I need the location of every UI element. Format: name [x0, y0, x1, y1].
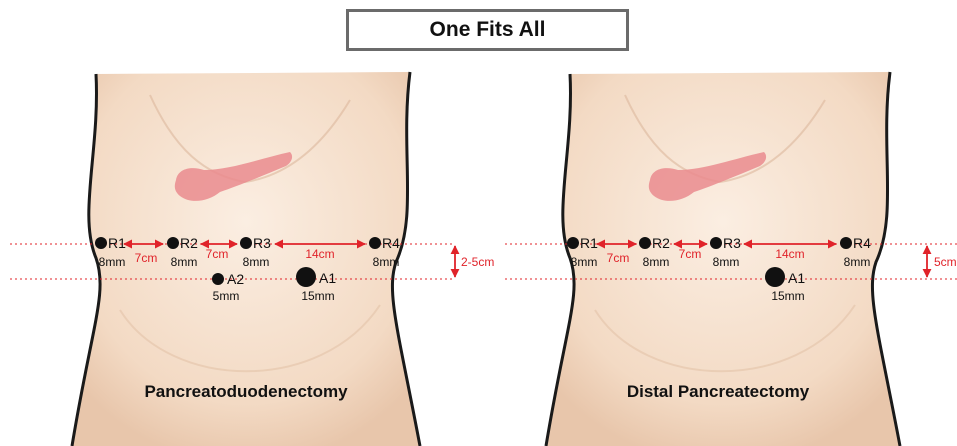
port-r1-label-dp: R1 [580, 235, 598, 251]
port-r4-dot-dp [840, 237, 852, 249]
distance-label-r1-r2: 7cm [135, 251, 158, 265]
port-r3-label: R3 [253, 235, 271, 251]
port-r2-size-dp: 8mm [643, 255, 670, 269]
port-r1-dot [95, 237, 107, 249]
distance-label-r2-r3: 7cm [206, 247, 229, 261]
panel-distal-pancreatectomy: 7cm 7cm 14cm 5cm R1 8mm R2 8mm R3 8mm R4… [505, 72, 957, 446]
port-a1-size: 15mm [301, 289, 334, 303]
port-a1-label: A1 [319, 270, 336, 286]
port-a2-size: 5mm [213, 289, 240, 303]
port-r4-size: 8mm [373, 255, 400, 269]
port-r2-size: 8mm [171, 255, 198, 269]
port-a1-size-dp: 15mm [771, 289, 804, 303]
port-r3-size-dp: 8mm [713, 255, 740, 269]
panel-title-distal-pancreatectomy: Distal Pancreatectomy [627, 382, 810, 401]
port-r1-size-dp: 8mm [571, 255, 598, 269]
vertical-offset-label-right: 5cm [934, 255, 957, 269]
panel-title-pancreatoduodenectomy: Pancreatoduodenectomy [144, 382, 348, 401]
port-a1-dot [296, 267, 316, 287]
port-r4-size-dp: 8mm [844, 255, 871, 269]
port-r1-label: R1 [108, 235, 126, 251]
distance-label-r3-r4-dp: 14cm [775, 247, 804, 261]
port-r3-dot [240, 237, 252, 249]
port-r2-label-dp: R2 [652, 235, 670, 251]
vertical-offset-label-left: 2-5cm [461, 255, 494, 269]
port-r2-label: R2 [180, 235, 198, 251]
port-a2-dot [212, 273, 224, 285]
port-r1-dot-dp [567, 237, 579, 249]
distance-label-r1-r2-dp: 7cm [607, 251, 630, 265]
port-r3-label-dp: R3 [723, 235, 741, 251]
panel-pancreatoduodenectomy: 7cm 7cm 14cm 2-5cm R1 8mm R2 8mm R3 8mm … [10, 72, 494, 446]
port-a1-label-dp: A1 [788, 270, 805, 286]
port-r1-size: 8mm [99, 255, 126, 269]
port-r2-dot-dp [639, 237, 651, 249]
port-r3-size: 8mm [243, 255, 270, 269]
port-a2-label: A2 [227, 271, 244, 287]
port-r4-dot [369, 237, 381, 249]
port-r4-label: R4 [382, 235, 400, 251]
port-r4-label-dp: R4 [853, 235, 871, 251]
port-a1-dot-dp [765, 267, 785, 287]
distance-label-r3-r4: 14cm [305, 247, 334, 261]
port-r3-dot-dp [710, 237, 722, 249]
distance-label-r2-r3-dp: 7cm [679, 247, 702, 261]
port-r2-dot [167, 237, 179, 249]
